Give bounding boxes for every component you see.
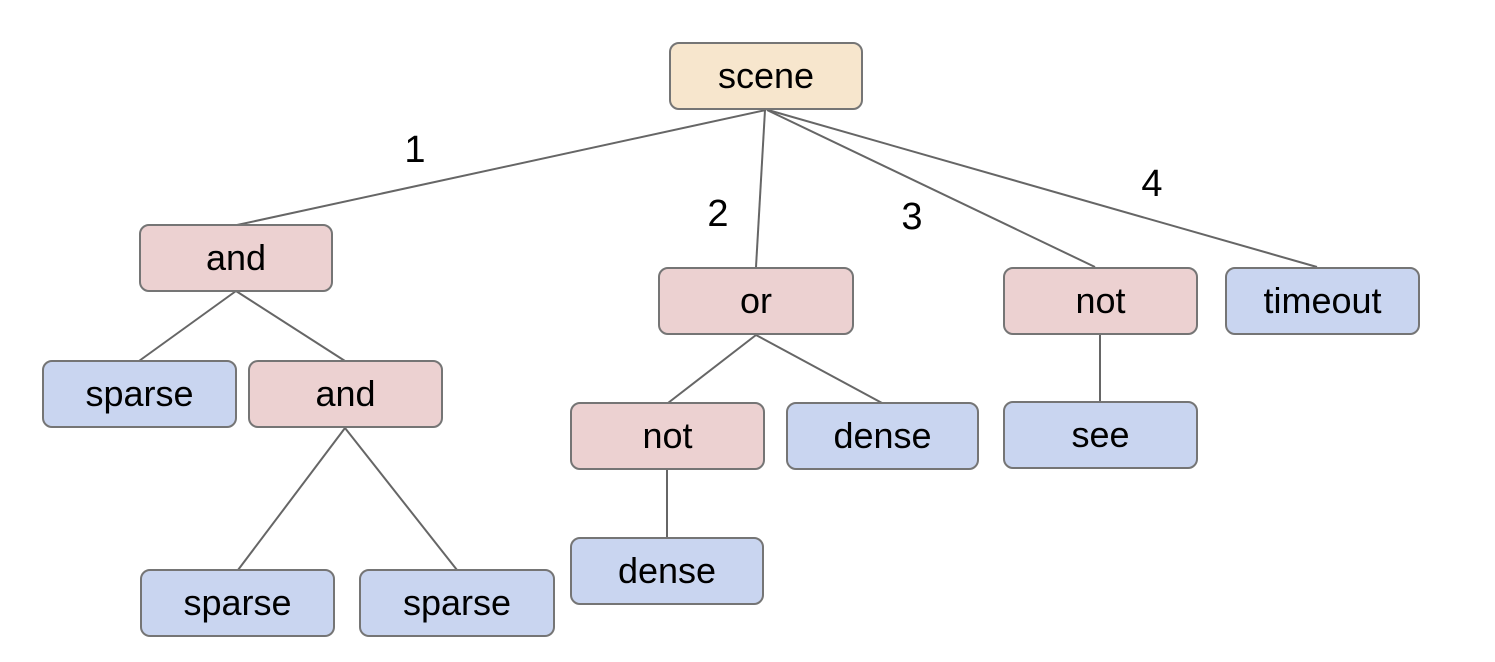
edge-label-2: 2 (707, 193, 729, 235)
edge-label-1: 1 (404, 129, 426, 171)
edge-label-3: 3 (901, 196, 923, 238)
edge-scene-timeout (767, 109, 1318, 268)
node-scene: scene (669, 42, 863, 110)
edge-scene-or1 (755, 109, 766, 268)
edge-scene-and1 (236, 109, 767, 226)
node-and-2: and (248, 360, 443, 428)
node-not-2: not (570, 402, 765, 470)
node-see: see (1003, 401, 1198, 469)
node-sparse-3: sparse (359, 569, 555, 637)
node-or: or (658, 267, 854, 335)
edge-and1-sparse1 (138, 290, 237, 362)
edge-and2-sparse3 (344, 427, 458, 571)
node-not-1: not (1003, 267, 1198, 335)
node-timeout: timeout (1225, 267, 1420, 335)
edge-or1-dense1 (755, 334, 883, 404)
edge-or1-not2 (667, 334, 757, 404)
edge-scene-not1 (766, 109, 1096, 268)
node-sparse-2: sparse (140, 569, 335, 637)
node-dense-1: dense (786, 402, 979, 470)
node-and-1: and (139, 224, 333, 292)
node-sparse-1: sparse (42, 360, 237, 428)
node-dense-2: dense (570, 537, 764, 605)
edge-label-4: 4 (1141, 163, 1163, 205)
edge-and2-sparse2 (237, 427, 346, 571)
edge-and1-and2 (235, 290, 346, 362)
